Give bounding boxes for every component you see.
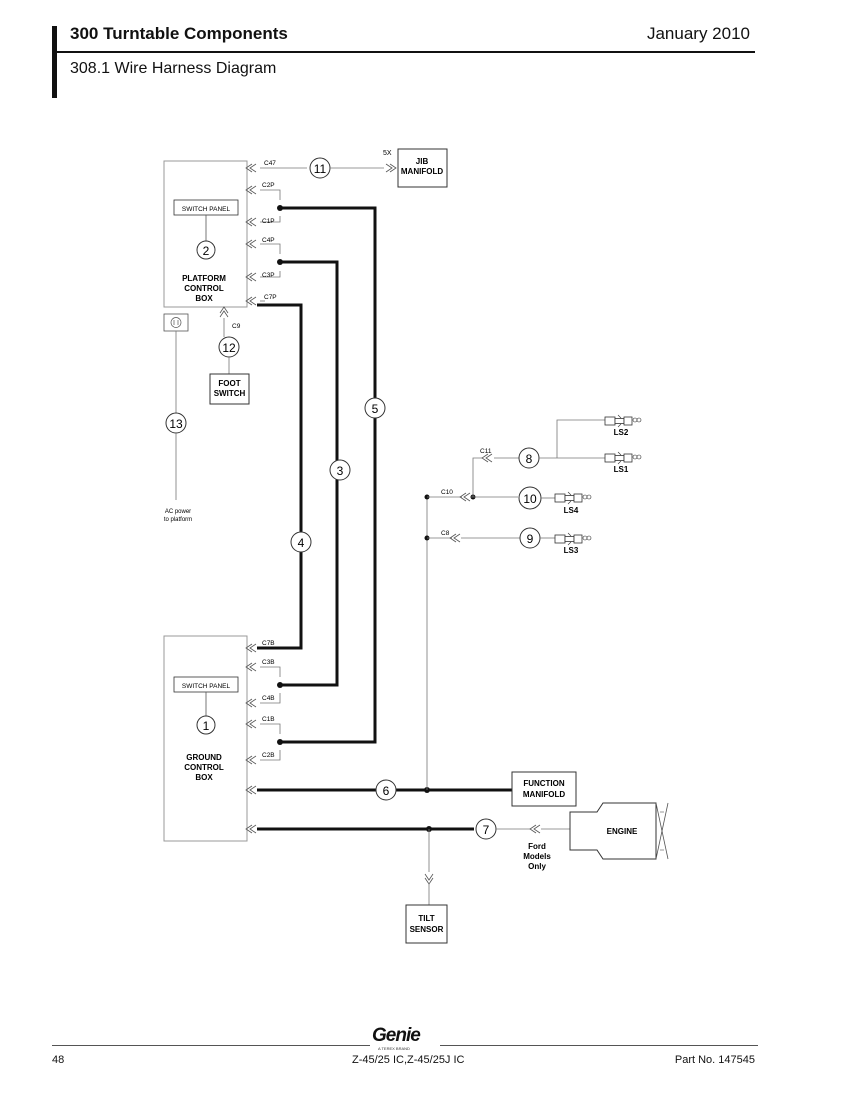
part-number: Part No. 147545 [674, 1054, 755, 1066]
ford-note-1: Ford [528, 842, 546, 851]
footer-rule-right [440, 1045, 758, 1046]
ground-box-label-2: CONTROL [184, 763, 224, 772]
harness-4-marker [290, 531, 312, 553]
platform-box-label-2: CONTROL [184, 284, 224, 293]
harness-7-number: 7 [483, 823, 490, 837]
tilt-sensor-label-2: SENSOR [410, 925, 444, 934]
ls3-switch [554, 532, 592, 546]
harness-5-wire [280, 206, 377, 744]
connector-c1b: C1B [262, 716, 275, 723]
ground-control-box [163, 635, 248, 842]
harness-3-wire [280, 260, 339, 687]
platform-control-box [163, 160, 248, 308]
jib-multiplier: 5X [383, 150, 392, 157]
tilt-sensor-label-1: TILT [418, 914, 434, 923]
harness-5-marker [364, 397, 386, 419]
connector-c8: C8 [441, 530, 450, 537]
ground-box-label-1: GROUND [186, 753, 222, 762]
connector-c47: C47 [264, 160, 276, 167]
connector-c2b: C2B [262, 752, 275, 759]
connector-c4b: C4B [262, 695, 275, 702]
ac-power-label-2: to platform [164, 517, 192, 523]
model-numbers: Z-45/25 IC,Z-45/25J IC [352, 1054, 465, 1066]
harness-8-number: 8 [526, 452, 533, 466]
harness-11-number: 11 [314, 162, 327, 176]
connector-c9: C9 [232, 323, 241, 330]
function-manifold-label-2: MANIFOLD [523, 790, 565, 799]
jib-manifold-label-1: JIB [416, 157, 429, 166]
ac-power-label-1: AC power [165, 509, 191, 515]
header-bar [52, 26, 57, 98]
harness-6-marker [375, 779, 397, 801]
ford-note-2: Models [523, 852, 551, 861]
ls3-label: LS3 [564, 546, 579, 555]
connector-c7p: C7P [264, 294, 277, 301]
section-title: 300 Turntable Components [70, 24, 288, 43]
connector-c7b: C7B [262, 640, 275, 647]
connector-c4p: C4P [262, 237, 275, 244]
ls2-switch [604, 414, 642, 428]
harness-13-number: 13 [169, 417, 183, 431]
logo-tagline: A TEREX BRAND [378, 1046, 410, 1051]
harness-9-number: 9 [527, 532, 534, 546]
ls4-label: LS4 [564, 506, 579, 515]
ground-box-label-3: BOX [195, 773, 213, 782]
ls4-switch [554, 491, 592, 505]
harness-3-number: 3 [337, 464, 344, 478]
harness-4-number: 4 [298, 536, 305, 550]
engine-label: ENGINE [607, 827, 638, 836]
platform-box-label-1: PLATFORM [182, 274, 226, 283]
foot-switch-box [209, 373, 250, 405]
connector-c1p: C1P [262, 218, 275, 225]
harness-1-number: 1 [203, 719, 210, 733]
page-subtitle: 308.1 Wire Harness Diagram [70, 60, 277, 77]
platform-box-label-3: BOX [195, 294, 213, 303]
ground-switch-panel-label: SWITCH PANEL [182, 683, 231, 690]
page-number: 48 [52, 1054, 65, 1066]
foot-switch-label-2: SWITCH [214, 389, 246, 398]
harness-3-marker [329, 459, 351, 481]
genie-logo: Genie [372, 1025, 421, 1046]
ls1-label: LS1 [614, 465, 629, 474]
harness-12-number: 12 [222, 341, 236, 355]
function-manifold-box [511, 771, 577, 807]
harness-1-marker [196, 715, 216, 735]
header-rule [57, 51, 755, 53]
ls1-switch [604, 451, 642, 465]
connector-c11: C11 [480, 448, 492, 455]
jib-manifold-label-2: MANIFOLD [401, 167, 443, 176]
connector-c3b: C3B [262, 659, 275, 666]
function-manifold-label-1: FUNCTION [523, 779, 565, 788]
jib-manifold-box [397, 148, 448, 188]
harness-10-number: 10 [523, 492, 537, 506]
ls2-label: LS2 [614, 428, 629, 437]
document-date: January 2010 [646, 24, 750, 43]
harness-2-number: 2 [203, 244, 210, 258]
connector-c2p: C2P [262, 182, 275, 189]
connector-c10: C10 [441, 489, 453, 496]
platform-switch-panel-label: SWITCH PANEL [182, 206, 231, 213]
harness-5-number: 5 [372, 402, 379, 416]
connector-c3p: C3P [262, 272, 275, 279]
foot-switch-label-1: FOOT [218, 379, 240, 388]
harness-6-number: 6 [383, 784, 390, 798]
footer-rule-left [52, 1045, 370, 1046]
harness-4-wire [257, 303, 303, 650]
tilt-sensor-box [405, 904, 448, 944]
harness-2-marker [196, 240, 216, 260]
ford-note-3: Only [528, 862, 546, 871]
